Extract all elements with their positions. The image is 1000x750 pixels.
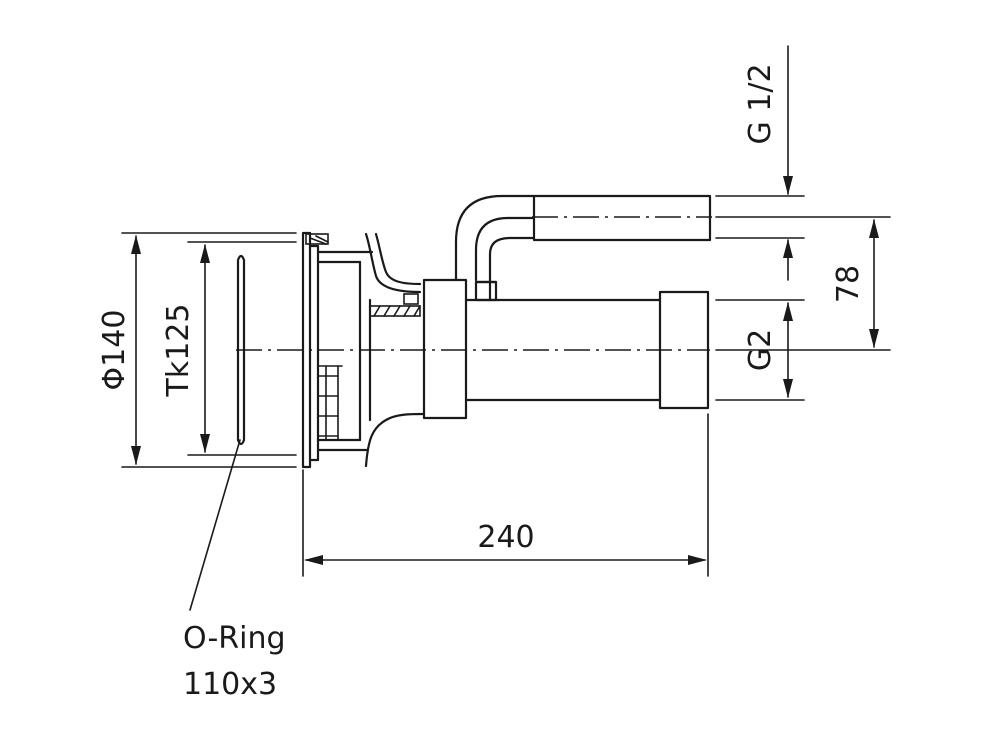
bend-socket (474, 280, 498, 302)
pipe-end-fitting (658, 290, 710, 410)
dim-bolt-circle: Tk125 (161, 241, 297, 456)
o-ring (189, 254, 246, 611)
collar-top-nut (305, 233, 329, 245)
offset-label: 78 (831, 265, 866, 303)
bend-outer (454, 194, 536, 282)
callout-line-1: O-Ring (183, 621, 286, 656)
flare-bottom (364, 412, 426, 468)
nut-hatch-1 (309, 237, 327, 245)
flange-body (301, 231, 426, 469)
callout-line-2: 110x3 (183, 667, 277, 702)
thread-small-label: G 1/2 (743, 63, 778, 144)
arrow-bottom (869, 329, 879, 348)
arrow-up (783, 239, 793, 258)
arrow-top (783, 302, 793, 321)
collar (308, 244, 320, 462)
flare-top-outer (364, 232, 422, 294)
o-ring-callout: O-Ring 110x3 (183, 621, 286, 702)
seal-hatch-2 (383, 305, 391, 317)
seal-hatch-5 (413, 305, 421, 317)
length-label: 240 (477, 520, 534, 555)
dim-thread-small: G 1/2 (715, 45, 805, 281)
seal-hatch-1 (373, 305, 381, 317)
arrow-bottom (200, 434, 210, 453)
upper-pipe-body (532, 194, 712, 242)
bend-inner-1 (474, 216, 536, 282)
arrow-left (304, 555, 323, 565)
upper-pipe (454, 194, 712, 302)
seal-strip (369, 305, 421, 317)
seal-hatch-3 (393, 305, 401, 317)
bend-inner-2 (488, 236, 536, 302)
diameter-label: Φ140 (97, 310, 132, 391)
pipe-nut (422, 278, 468, 420)
arrow-right (688, 555, 707, 565)
dim-diameter: Φ140 (97, 232, 297, 468)
arrow-top (200, 244, 210, 263)
small-nut (403, 293, 419, 305)
centerlines (236, 216, 712, 351)
nut-hatch-2 (315, 235, 329, 243)
main-pipe (422, 278, 710, 420)
seal-hatch-4 (403, 305, 411, 317)
arrow-top (131, 235, 141, 254)
dim-length: 240 (302, 413, 709, 577)
thread-large-label: G2 (743, 329, 778, 371)
arrow-bottom (783, 379, 793, 398)
dim-offset: 78 (715, 216, 891, 351)
flare-top-inner (374, 232, 422, 286)
arrow-top (869, 219, 879, 238)
arrow-bottom (131, 446, 141, 465)
o-ring-leader (189, 439, 241, 611)
arrow-down (783, 176, 793, 195)
dim-thread-large: G2 (715, 299, 805, 401)
flange-plate (301, 231, 312, 469)
bolt-circle-label: Tk125 (161, 304, 196, 398)
